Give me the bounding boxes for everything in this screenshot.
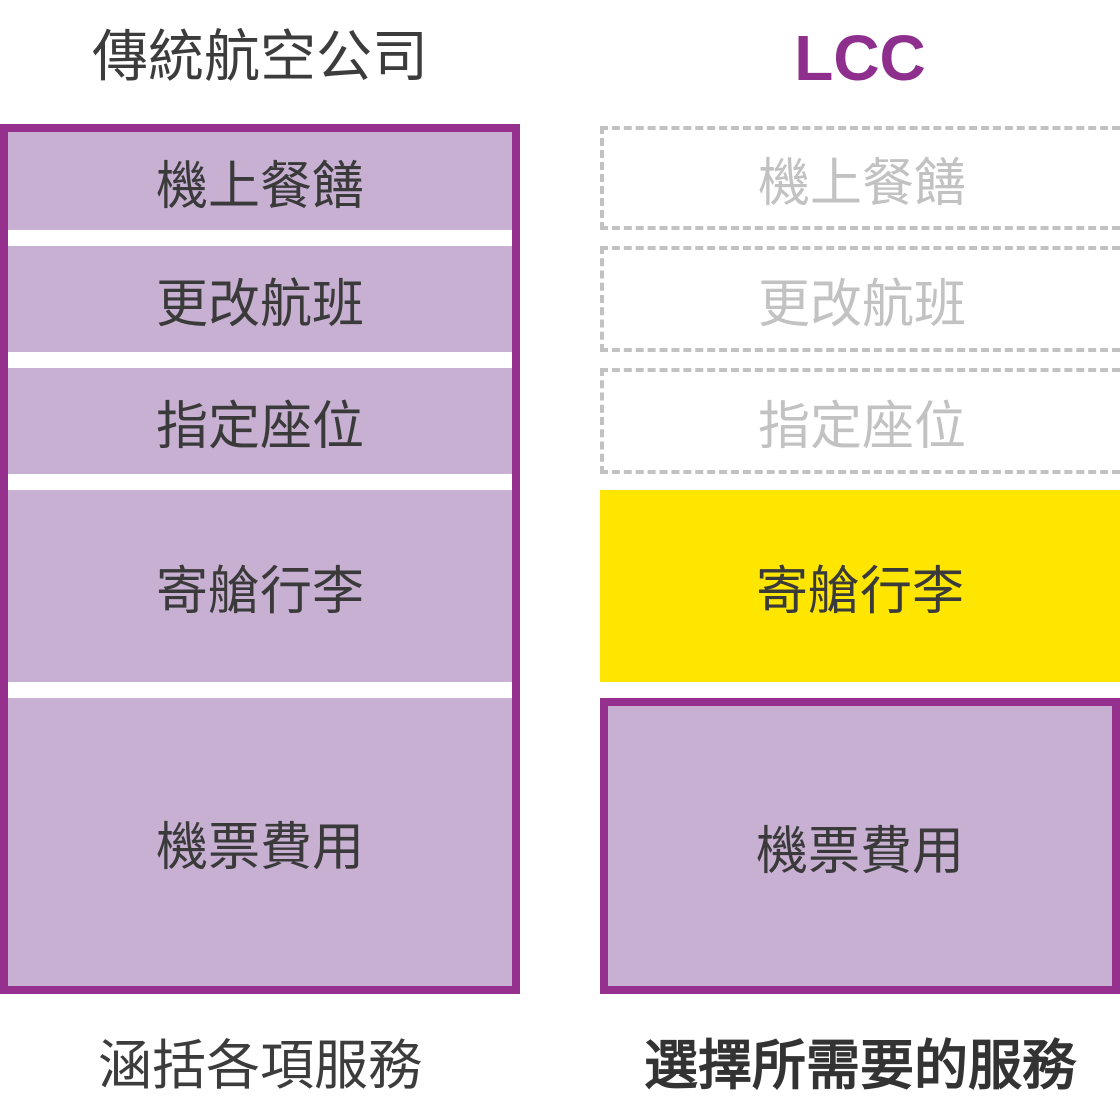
lcc-caption: 選擇所需要的服務 <box>644 1034 1076 1097</box>
lcc-title: LCC <box>794 22 926 94</box>
left-item-meal: 機上餐饍 <box>8 132 512 230</box>
right-item-meal-optional: 機上餐饍 <box>600 126 1120 230</box>
right-item-ticket-fare: 機票費用 <box>600 698 1120 994</box>
left-item-seat-selection: 指定座位 <box>8 368 512 474</box>
traditional-airline-title: 傳統航空公司 <box>92 25 428 90</box>
left-item-change-flight: 更改航班 <box>8 246 512 352</box>
right-item-checked-baggage-highlight: 寄艙行李 <box>600 490 1120 682</box>
left-item-ticket-fare: 機票費用 <box>8 698 512 986</box>
right-item-change-flight-optional: 更改航班 <box>600 246 1120 352</box>
traditional-airline-frame <box>0 124 520 994</box>
right-item-seat-selection-optional: 指定座位 <box>600 368 1120 474</box>
traditional-airline-caption: 涵括各項服務 <box>98 1034 422 1097</box>
left-item-checked-baggage: 寄艙行李 <box>8 490 512 682</box>
